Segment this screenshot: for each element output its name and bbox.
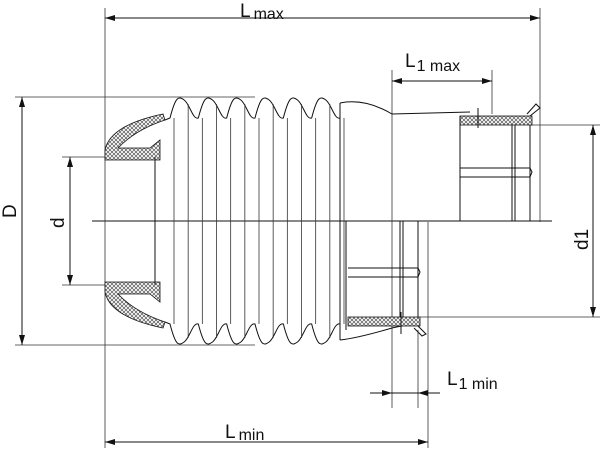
d-inner-label: d	[48, 217, 69, 228]
d-outer-label: D	[0, 204, 21, 218]
spigot-transition	[339, 101, 471, 341]
l1-min-label: L1 min	[447, 369, 498, 393]
corrugated-bellows	[164, 97, 345, 345]
socket-insert-upper	[459, 103, 541, 221]
extension-lines	[15, 8, 600, 448]
socket-insert-lower	[347, 221, 427, 337]
l1-max-label: L1 max	[405, 51, 460, 75]
left-end-cap	[104, 113, 166, 329]
d1-label: d1	[572, 229, 593, 250]
